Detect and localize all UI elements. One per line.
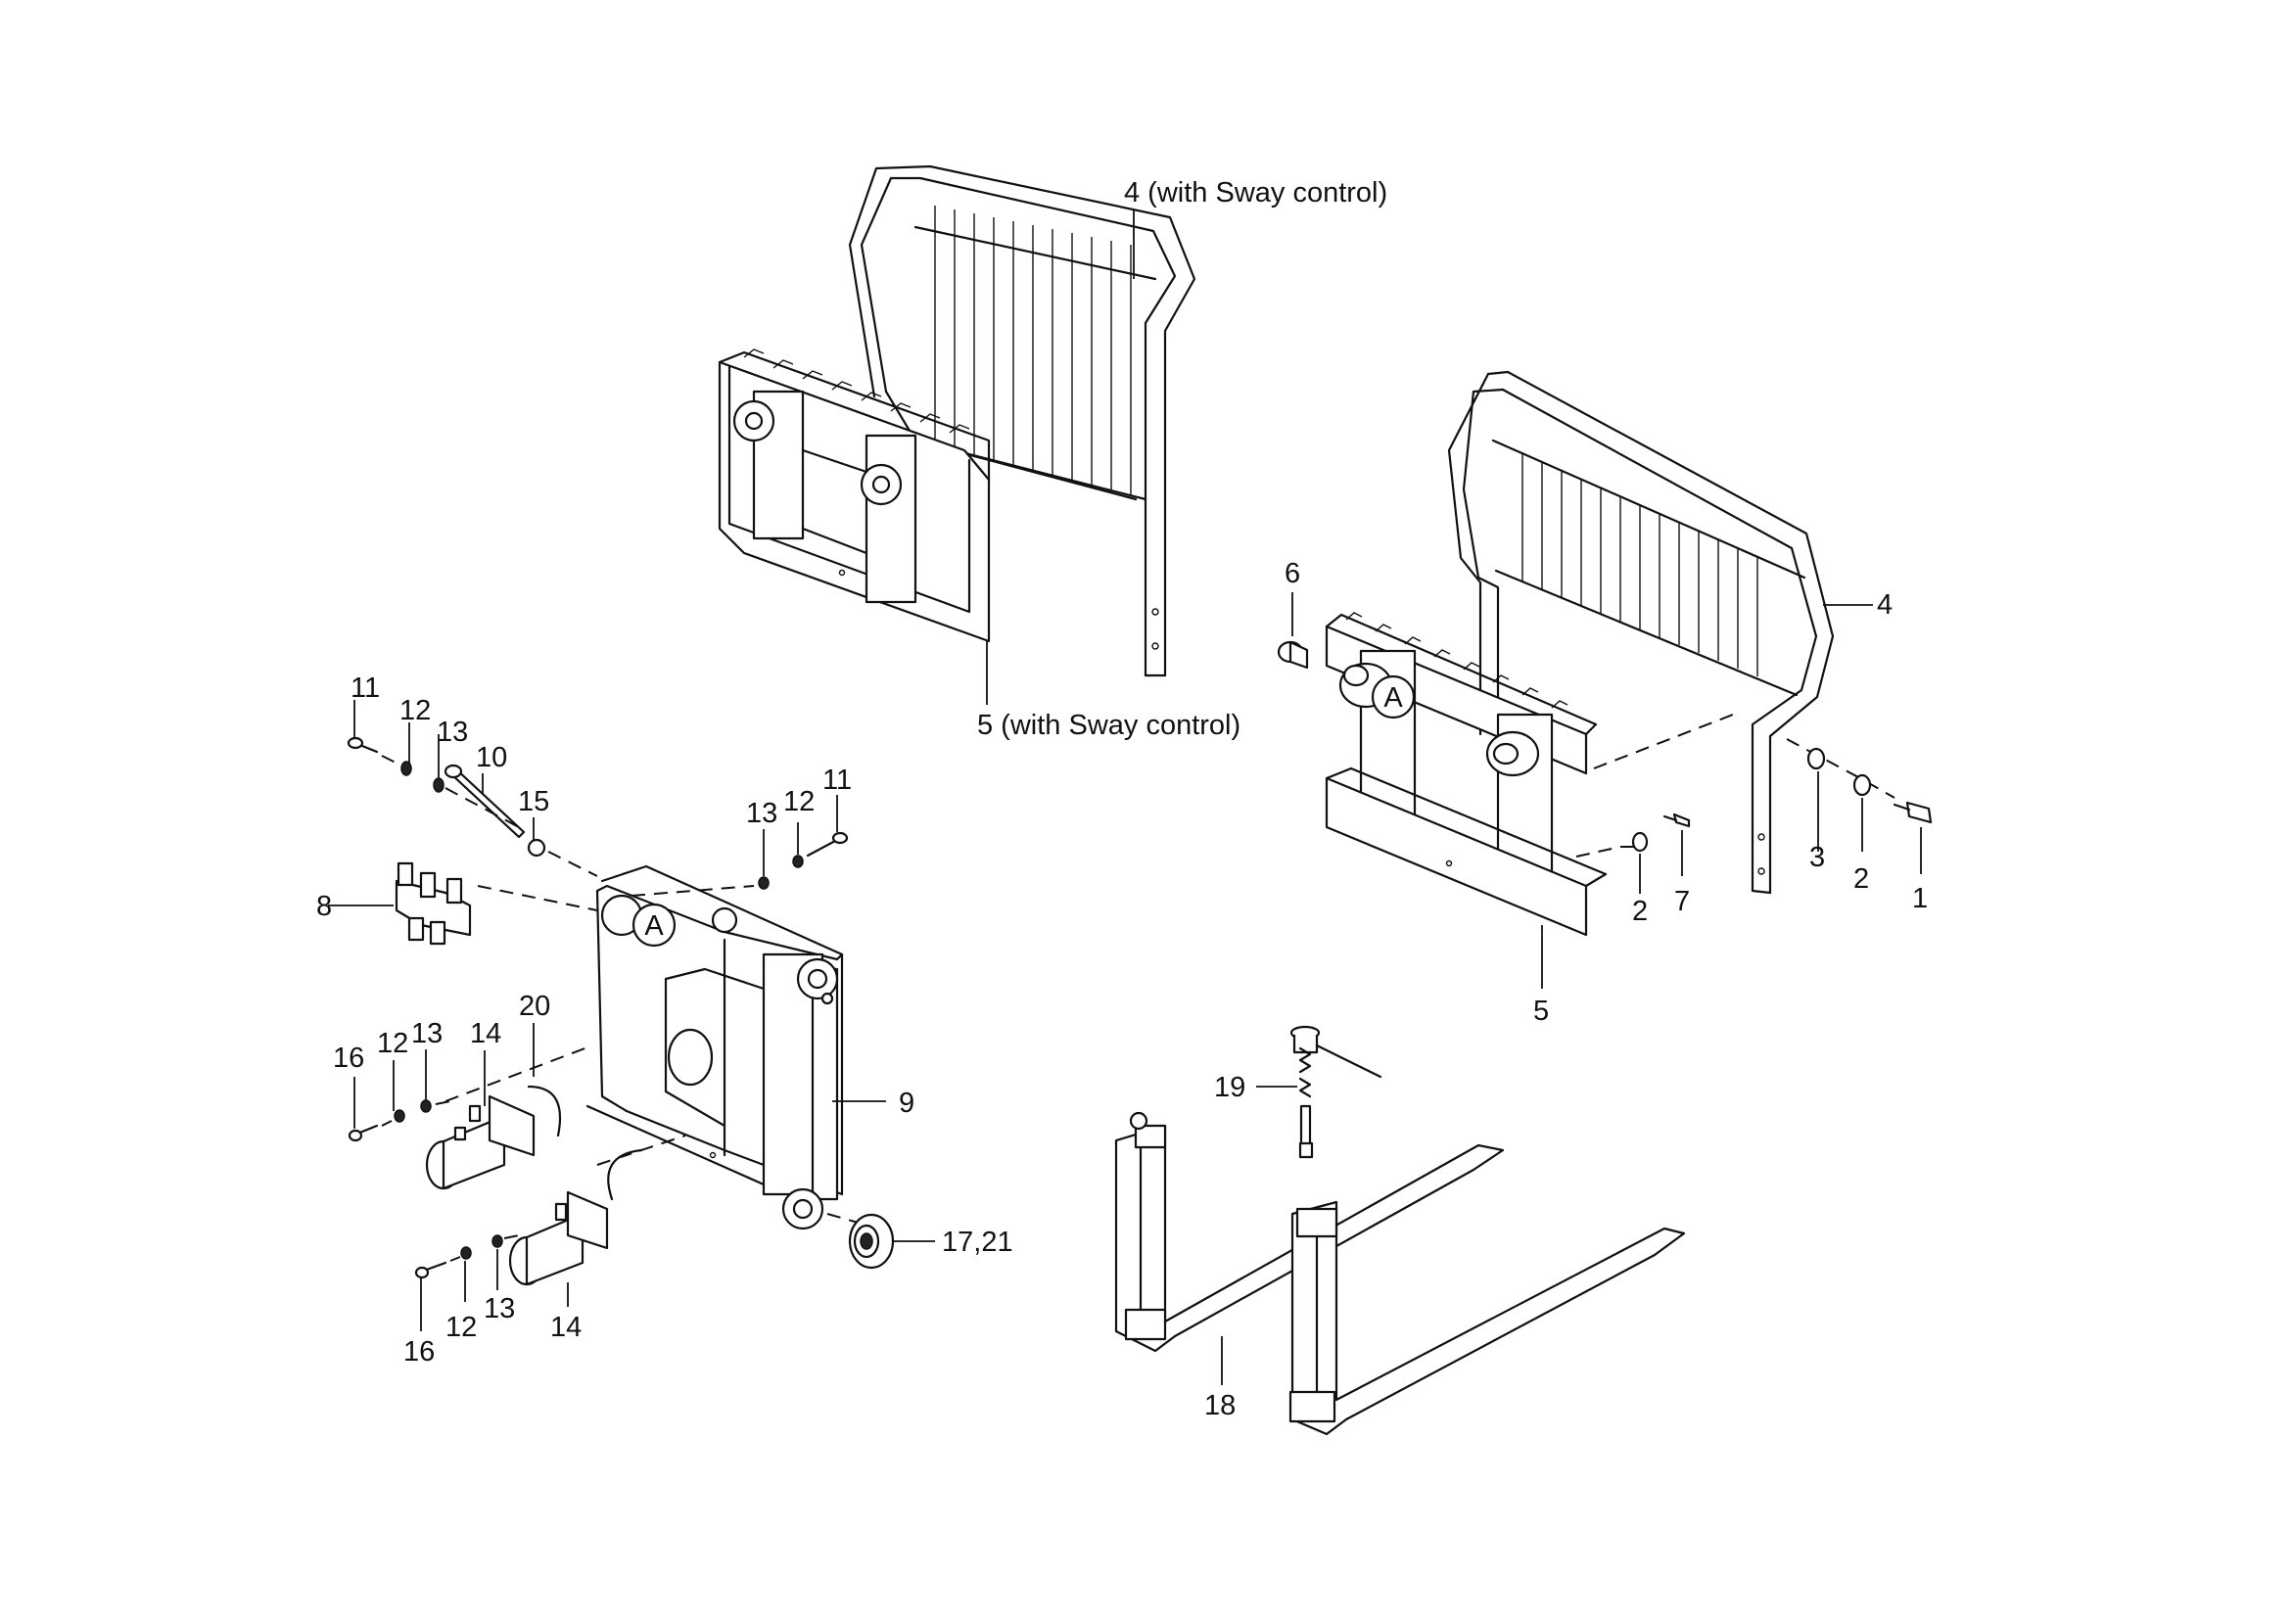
callout-4: 4 bbox=[1877, 589, 1893, 621]
bearing-17-21 bbox=[848, 1213, 895, 1270]
callout-14-upper: 14 bbox=[470, 1018, 501, 1049]
callout-8: 8 bbox=[316, 891, 332, 922]
fork-rear-18 bbox=[1114, 1111, 1505, 1353]
sideshift-frame-9 bbox=[585, 864, 844, 1230]
callout-5: 5 bbox=[1533, 996, 1549, 1027]
callout-2-left: 2 bbox=[1632, 896, 1648, 927]
pin-6 bbox=[1277, 640, 1309, 670]
fork-lock-pin-19 bbox=[1289, 1025, 1382, 1159]
detail-marker-a-right: A bbox=[1371, 674, 1416, 719]
load-backrest-standard bbox=[1447, 370, 1835, 895]
callout-13-left-top: 13 bbox=[437, 717, 468, 748]
hardware-left-lower bbox=[348, 1099, 520, 1279]
marker-a-left-label: A bbox=[644, 910, 664, 942]
bolts-washers-right-top bbox=[631, 831, 849, 897]
callout-15: 15 bbox=[518, 786, 549, 817]
callout-9: 9 bbox=[899, 1088, 914, 1119]
callout-19: 19 bbox=[1214, 1072, 1245, 1103]
hydraulic-cylinder-14-lower bbox=[508, 1190, 609, 1286]
callout-16-upper: 16 bbox=[333, 1043, 364, 1074]
fork-carriage-sway bbox=[718, 348, 991, 643]
callout-11-left: 11 bbox=[351, 673, 380, 704]
callout-18: 18 bbox=[1204, 1390, 1236, 1421]
callout-14-lower: 14 bbox=[550, 1312, 582, 1343]
callout-1: 1 bbox=[1912, 883, 1928, 914]
callout-12-upper: 12 bbox=[377, 1028, 408, 1059]
callout-12-left-top: 12 bbox=[399, 695, 431, 726]
callout-3: 3 bbox=[1809, 842, 1825, 873]
callout-17-21: 17,21 bbox=[942, 1227, 1013, 1258]
callout-13-lower: 13 bbox=[484, 1293, 515, 1324]
callout-12-lower: 12 bbox=[445, 1312, 477, 1343]
callout-16-lower: 16 bbox=[403, 1336, 435, 1368]
callout-11-right: 11 bbox=[822, 765, 852, 796]
callout-13-upper: 13 bbox=[411, 1018, 443, 1049]
valve-block-8 bbox=[395, 861, 472, 946]
pin-10 bbox=[444, 764, 526, 839]
marker-a-right-label: A bbox=[1383, 682, 1403, 714]
callout-13-right-top: 13 bbox=[746, 798, 777, 829]
load-backrest-sway bbox=[848, 164, 1196, 677]
callout-10: 10 bbox=[476, 742, 507, 773]
hardware-right bbox=[1631, 747, 1933, 853]
spacer-15 bbox=[527, 838, 546, 858]
callout-12-right-top: 12 bbox=[783, 786, 815, 817]
callout-5-sway: 5 (with Sway control) bbox=[977, 710, 1240, 741]
hydraulic-cylinder-14-upper bbox=[425, 1094, 536, 1190]
fork-front-18 bbox=[1288, 1200, 1686, 1436]
callout-2-right: 2 bbox=[1853, 863, 1869, 895]
detail-marker-a-left: A bbox=[631, 903, 677, 948]
callout-20: 20 bbox=[519, 991, 550, 1022]
callout-6: 6 bbox=[1285, 558, 1300, 589]
fork-carriage-standard bbox=[1325, 612, 1608, 937]
callout-4-sway: 4 (with Sway control) bbox=[1124, 177, 1387, 209]
callout-7: 7 bbox=[1674, 886, 1690, 917]
bolts-washers-left-top bbox=[347, 736, 598, 877]
callout-labels: 4 (with Sway control) 5 (with Sway contr… bbox=[316, 177, 1928, 1421]
